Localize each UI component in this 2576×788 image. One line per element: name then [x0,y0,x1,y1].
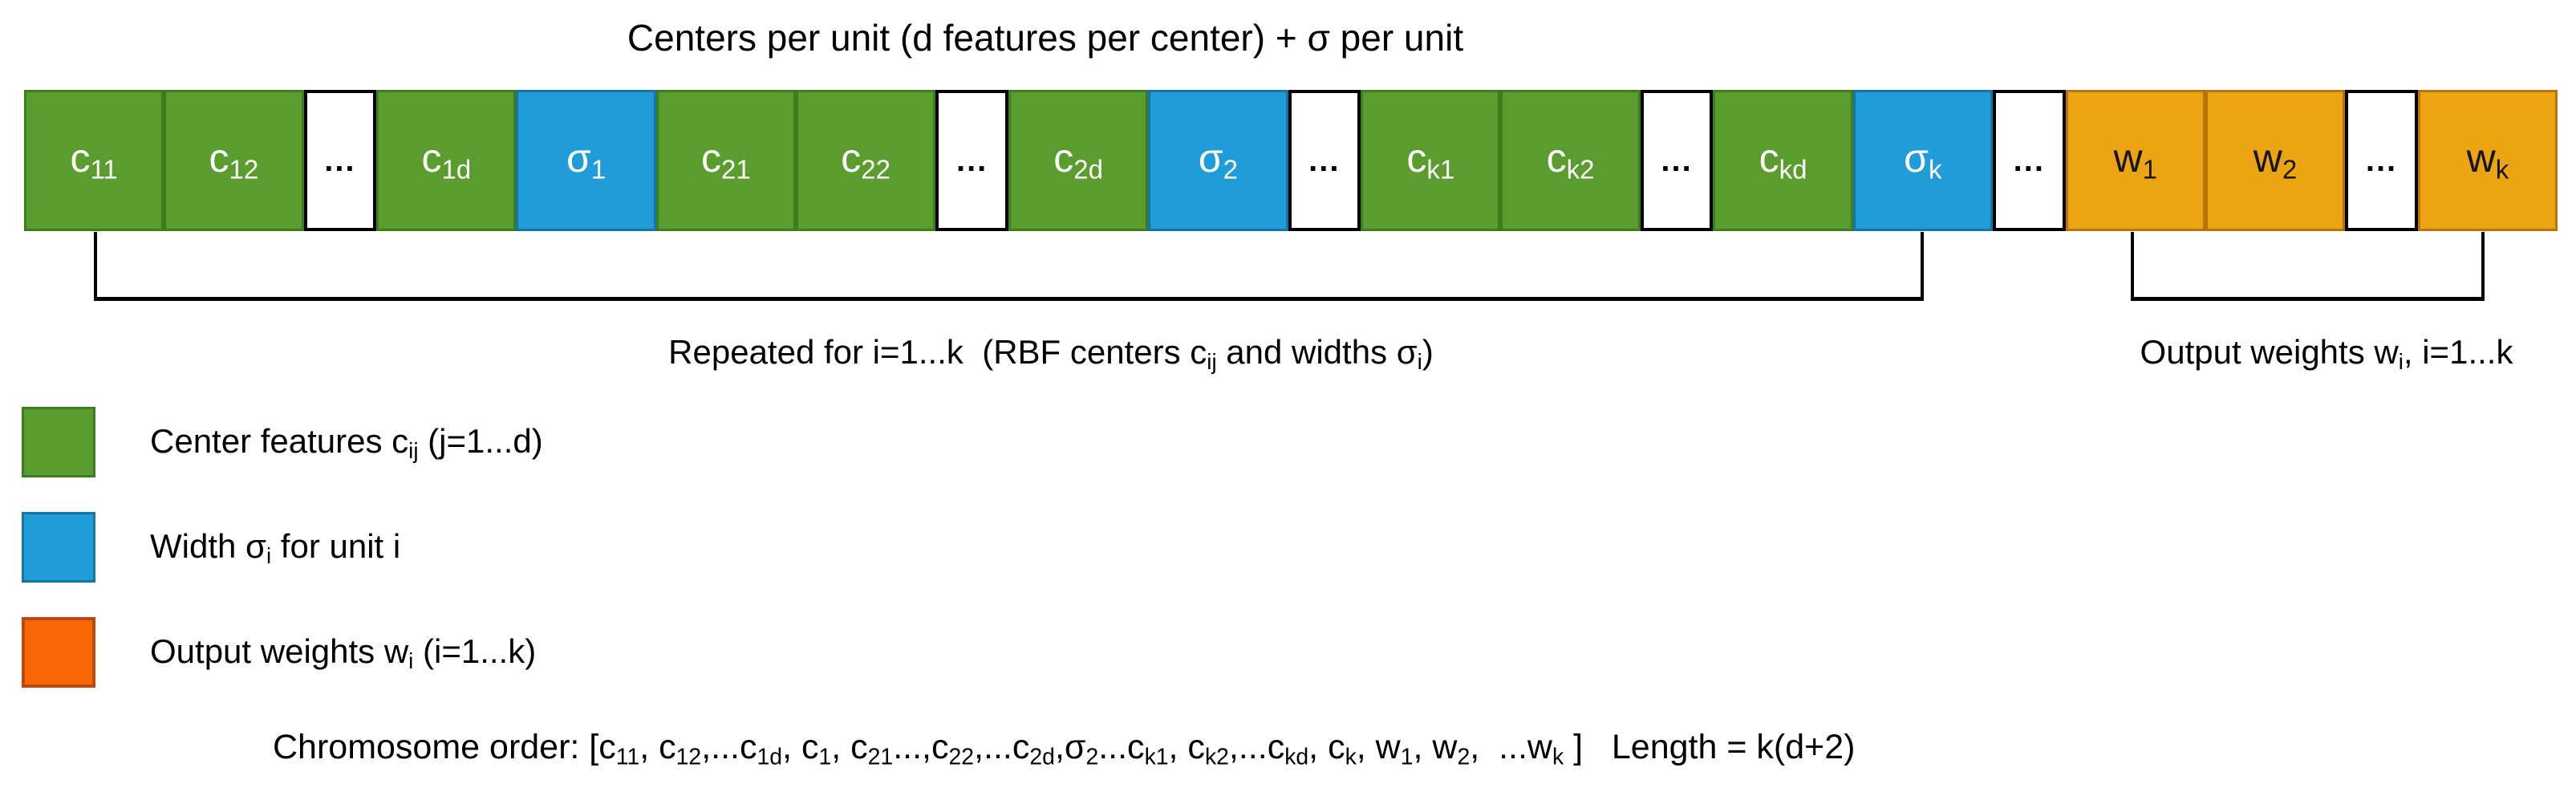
legend-row-output-weights: Output weights wi (i=1...k) [22,617,543,688]
legend-label-width-sigma: Width σi for unit i [150,527,401,569]
cell-label: c11 [70,136,118,185]
cell-ellipsis: ... [935,90,1008,231]
cell-label: c22 [841,136,890,185]
cell-label: ... [1661,143,1693,178]
legend-label-center-features: Center features cij (j=1...d) [150,422,543,464]
cell-c21: c21 [655,90,797,231]
cell-label: σk [1904,136,1942,185]
legend-label-output-weights: Output weights wi (i=1...k) [150,632,537,674]
output-weights-bracket [2131,232,2485,301]
cell-label: c21 [701,136,751,185]
cell-label: c12 [209,136,259,185]
cell-label: ... [2365,143,2398,178]
cell-ck1: ck1 [1361,90,1501,231]
diagram-title: Centers per unit (d features per center)… [627,17,1464,59]
cell-ellipsis: ... [1992,90,2066,231]
cell-label: σ1 [566,136,606,185]
cell-wk: wk [2417,90,2558,231]
cell-c2d: c2d [1008,90,1149,231]
cell-ellipsis: ... [1640,90,1714,231]
cell-c12: c12 [164,90,304,231]
repeat-section-caption: Repeated for i=1...k (RBF centers cij an… [668,333,1434,375]
legend-swatch-width-sigma [22,512,95,583]
legend-swatch-output-weights [22,617,95,688]
output-weights-caption: Output weights wi, i=1...k [2140,333,2513,375]
cell-label: ... [955,143,988,178]
legend-row-center-features: Center features cij (j=1...d) [22,407,543,477]
cell-label: w1 [2113,136,2157,185]
cell-label: ck2 [1546,136,1595,185]
cell-w2: w2 [2205,90,2346,231]
cell-label: ... [2013,143,2045,178]
cell-c1d: c1d [376,90,517,231]
repeat-section-bracket [94,232,1924,301]
cell-ckd: ckd [1713,90,1853,231]
cell-c11: c11 [24,90,164,231]
cell-ck2: ck2 [1500,90,1641,231]
cell-label: ... [324,143,356,178]
cell-sigma1: σ1 [516,90,656,231]
cell-label: w2 [2253,136,2298,185]
cell-label: c2d [1053,136,1103,185]
cell-label: ck1 [1406,136,1455,185]
cell-ellipsis: ... [303,90,377,231]
cell-sigmak: σk [1852,90,1993,231]
cell-label: wk [2466,136,2509,185]
cell-label: σ2 [1198,136,1238,185]
chromosome-order-line: Chromosome order: [c11, c12,...c1d, c1, … [273,728,1856,770]
cell-ellipsis: ... [1288,90,1361,231]
chromosome-strip: c11 c12 ... c1d σ1 c21 c22 ... c2d σ2 ..… [24,90,2558,231]
cell-w1: w1 [2065,90,2205,231]
legend: Center features cij (j=1...d) Width σi f… [22,407,543,688]
cell-c22: c22 [796,90,936,231]
cell-label: c1d [421,136,472,185]
cell-sigma2: σ2 [1148,90,1288,231]
cell-label: ... [1308,143,1341,178]
cell-label: ckd [1759,136,1807,185]
cell-ellipsis: ... [2345,90,2418,231]
legend-row-width-sigma: Width σi for unit i [22,512,543,583]
legend-swatch-center-features [22,407,95,477]
